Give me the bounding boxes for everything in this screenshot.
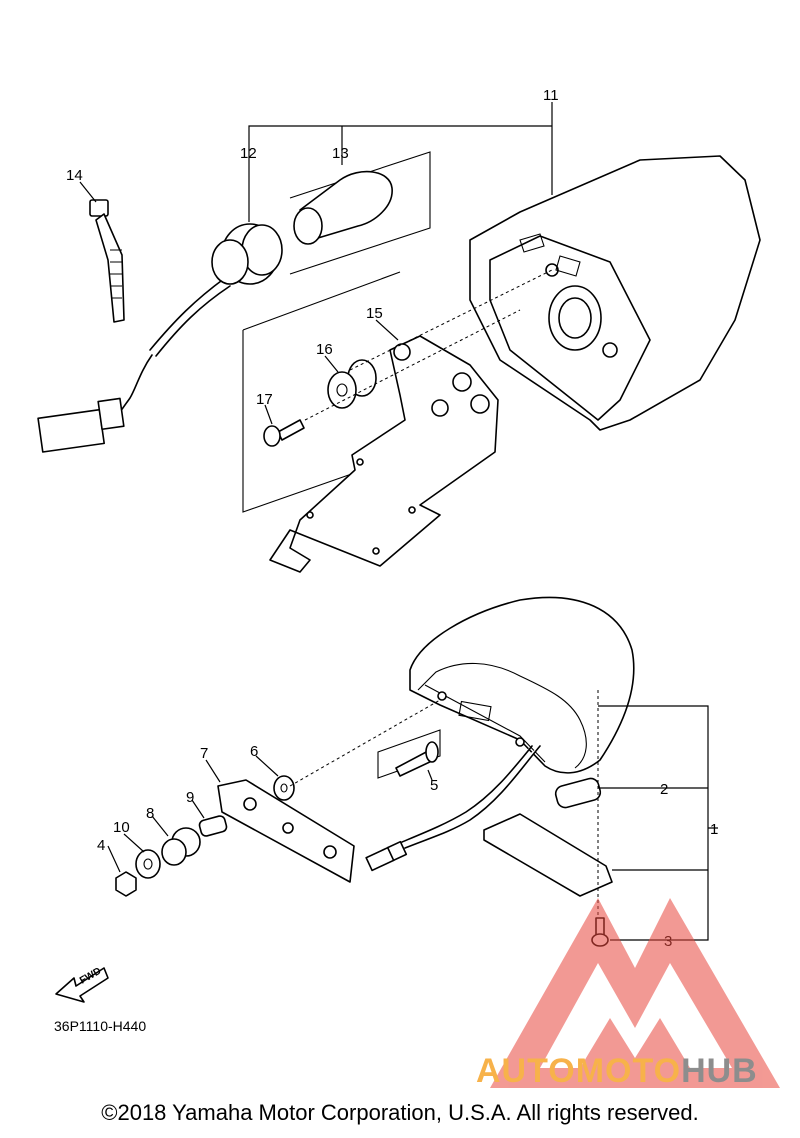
leader-lines-upper	[79, 181, 553, 425]
taillight-housing-part	[469, 155, 761, 431]
washer-part-10	[135, 849, 161, 879]
socket-cord-part	[37, 223, 283, 453]
callout-12: 12	[240, 145, 257, 162]
callout-9: 9	[186, 789, 194, 806]
nut-part	[115, 871, 137, 897]
screw-part-17	[263, 419, 305, 447]
callout-7: 7	[200, 745, 208, 762]
license-light-housing-part	[409, 596, 635, 774]
watermark-text: AUTOMOTOHUB	[476, 1052, 758, 1091]
diagram-code: 36P1110-H440	[54, 1018, 147, 1034]
callout-13: 13	[332, 145, 349, 162]
license-light-cord-part	[365, 745, 541, 872]
grommet-part	[327, 359, 377, 409]
callout-16: 16	[316, 341, 333, 358]
callout-10: 10	[113, 819, 130, 836]
bracket-part	[217, 779, 355, 883]
copyright-notice: ©2018 Yamaha Motor Corporation, U.S.A. A…	[101, 1100, 699, 1125]
callout-11: 11	[543, 87, 559, 104]
callout-8: 8	[146, 805, 154, 822]
damper-part	[161, 827, 201, 866]
base-plate-part	[269, 335, 499, 573]
small-bulb-part	[554, 777, 602, 809]
lens-plate-part	[483, 813, 613, 897]
callout-17: 17	[256, 391, 273, 408]
cable-tie-part	[89, 199, 125, 323]
callout-2: 2	[660, 781, 668, 798]
watermark-part2: HUB	[681, 1052, 758, 1090]
screw-part-5	[377, 729, 441, 779]
collar-part	[198, 815, 228, 837]
callout-1: 1	[710, 821, 718, 838]
callout-14: 14	[66, 167, 83, 184]
automotohub-logo-icon	[490, 898, 780, 1088]
watermark-part1: AUTOMOTO	[476, 1052, 682, 1090]
callout-5: 5	[430, 777, 438, 794]
washer-part-6	[273, 775, 295, 801]
fwd-arrow-icon: FWD	[55, 966, 109, 1003]
callout-6: 6	[250, 743, 258, 760]
callout-4: 4	[97, 837, 105, 854]
bulb-part	[293, 170, 393, 245]
leader-11-12-13	[248, 102, 553, 222]
callout-15: 15	[366, 305, 383, 322]
